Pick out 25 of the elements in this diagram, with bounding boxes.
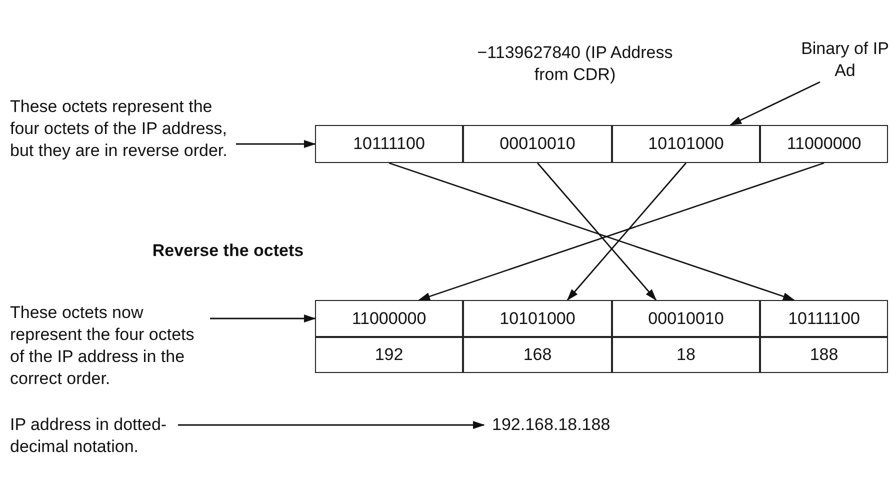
arrow bbox=[566, 162, 687, 301]
octet-cell: 10111100 bbox=[760, 300, 888, 337]
annotation-text: IP address in dotted-decimal notation. bbox=[10, 414, 178, 458]
octet-cell: 18 bbox=[612, 337, 760, 373]
arrow bbox=[730, 81, 820, 126]
octet-cell: 11000000 bbox=[760, 125, 888, 163]
arrow bbox=[236, 140, 316, 148]
octet-cell: 00010010 bbox=[612, 300, 760, 337]
result-text: 192.168.18.188 bbox=[484, 414, 624, 436]
arrow bbox=[536, 162, 657, 301]
annotation-text: These octets now represent the four octets of the IP address in the correct order. bbox=[10, 302, 210, 390]
annotation-text: These octets represent the four octets of the IP address, but they are in reverse order. bbox=[10, 96, 236, 186]
octet-cell: 10111100 bbox=[315, 125, 463, 163]
octet-cell: 188 bbox=[760, 337, 888, 373]
octet-cell: 192 bbox=[315, 337, 463, 373]
annotation-text: Binary of IP Ad bbox=[800, 38, 890, 82]
octet-cell: 11000000 bbox=[315, 300, 463, 337]
octet-cell: 00010010 bbox=[463, 125, 612, 163]
ip-address-label: −1139627840 (IP Address from CDR) bbox=[476, 42, 674, 86]
octet-cell: 10101000 bbox=[463, 300, 612, 337]
arrow bbox=[210, 314, 316, 322]
octet-cell: 10101000 bbox=[612, 125, 760, 163]
step-heading: Reverse the octets bbox=[151, 240, 305, 262]
arrow bbox=[178, 421, 485, 429]
octet-cell: 168 bbox=[463, 337, 612, 373]
